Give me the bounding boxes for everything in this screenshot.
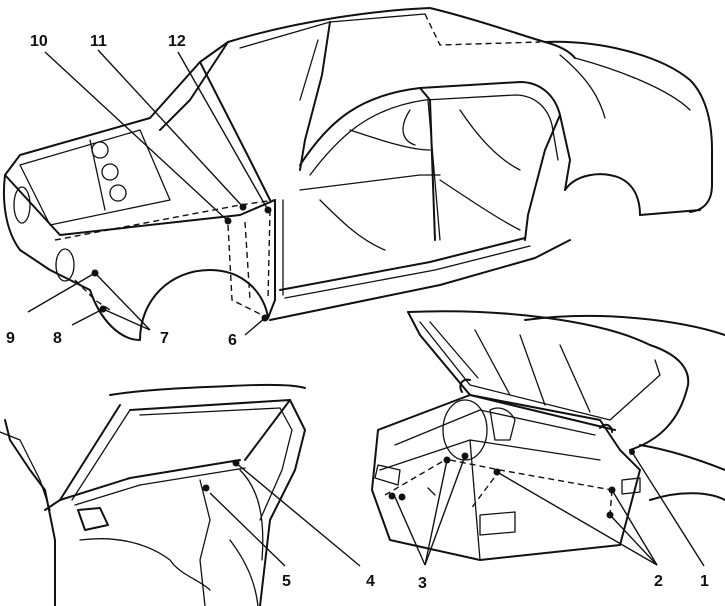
leader-lines [27,49,705,567]
car-body-drawing [2,7,713,341]
callout-4: 4 [366,573,375,590]
callout-6: 6 [228,332,237,349]
callout-8: 8 [53,330,62,347]
callout-11: 11 [90,33,107,50]
callout-5: 5 [282,573,291,590]
callout-9: 9 [6,330,15,347]
callout-3: 3 [418,575,427,592]
point-5 [202,484,210,492]
callout-labels: 10 11 12 9 8 7 6 5 4 3 2 1 [6,33,709,592]
point-3d [398,493,406,501]
trunk-drawing [371,310,725,561]
point-3c [388,492,396,500]
callout-12: 12 [168,33,186,50]
callout-10: 10 [30,33,48,50]
callout-1: 1 [700,573,709,590]
callout-2: 2 [654,573,663,590]
callout-7: 7 [160,330,169,347]
door-opening-drawing [0,383,306,606]
